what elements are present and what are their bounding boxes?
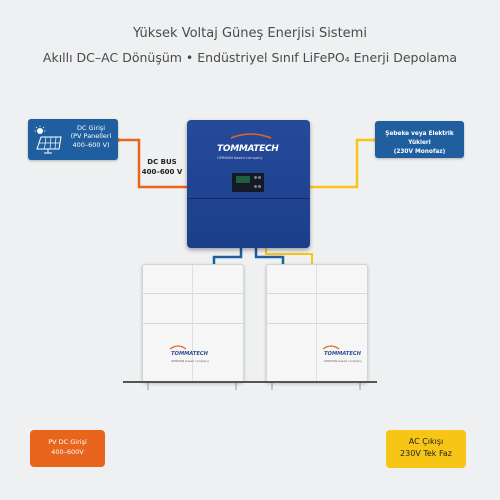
battery-seam: [267, 323, 367, 324]
legend-ac-line1: AC Çıkışı: [408, 437, 444, 446]
battery-shelf: [246, 381, 377, 383]
battery-seam-vertical: [192, 265, 193, 382]
grid-load-line1: Şebeke veya Elektrik Yükleri: [385, 131, 454, 146]
display-screen-icon: [232, 173, 264, 192]
battery-brand: TOMMATECH: [324, 351, 362, 357]
legend-pv-line2: 400–600V: [51, 448, 84, 456]
pv-input-label: DC Girişi (PV Panelleri 400–600 V): [66, 124, 116, 149]
solar-panel-icon: [34, 125, 62, 154]
grid-load-line2: (230V Monofaz): [393, 149, 446, 155]
legend-pv-dc-input: PV DC Girişi 400–600V: [30, 430, 105, 467]
tommatech-logo-icon: [230, 133, 272, 139]
pv-input-line1: DC Girişi: [76, 124, 106, 132]
battery-seam: [143, 323, 243, 324]
display-button: [258, 176, 261, 179]
battery-subtitle: GERMAN based company: [171, 359, 209, 363]
grid-load-box: Şebeke veya Elektrik Yükleri (230V Monof…: [375, 121, 464, 158]
pv-input-line2: (PV Panelleri: [70, 132, 112, 141]
tommatech-logo-icon: [322, 345, 340, 350]
legend-ac-output: AC Çıkışı 230V Tek Faz: [386, 430, 466, 468]
battery1-wire: [212, 248, 243, 265]
diagram-title: Yüksek Voltaj Güneş Enerjisi Sistemi: [133, 26, 367, 41]
dc-bus-line1: DC BUS: [147, 158, 177, 166]
ac-wire: [310, 138, 375, 189]
battery-shelf: [123, 381, 247, 383]
dc-wire: [118, 138, 187, 189]
grid-load-label: Şebeke veya Elektrik Yükleri (230V Monof…: [375, 130, 464, 157]
inverter: TOMMATECH GERMAN based company: [187, 120, 310, 248]
inverter-brand: TOMMATECH: [217, 144, 279, 154]
display-button: [254, 176, 257, 179]
battery-module-1: TOMMATECH GERMAN based company: [142, 264, 244, 383]
battery-seam: [143, 293, 243, 294]
inverter-divider: [187, 198, 310, 199]
tommatech-logo-icon: [169, 345, 187, 350]
dc-bus-line2: 400–600 V: [141, 167, 183, 176]
inverter-subtitle: GERMAN based company: [217, 156, 263, 160]
battery-seam-vertical: [316, 265, 317, 382]
display-button: [258, 185, 261, 188]
pv-input-line3: 400–600 V): [72, 140, 110, 149]
battery2-wire: [254, 248, 285, 265]
battery-subtitle: GERMAN based company: [324, 359, 362, 363]
battery-brand: TOMMATECH: [171, 351, 209, 357]
legend-pv-line1: PV DC Girişi: [48, 438, 87, 446]
battery-module-2: TOMMATECH GERMAN based company: [266, 264, 368, 383]
battery-seam: [267, 293, 367, 294]
dc-bus-label: DC BUS 400–600 V: [140, 158, 184, 177]
diagram-subtitle: Akıllı DC–AC Dönüşüm • Endüstriyel Sınıf…: [42, 50, 458, 65]
pv-input-box: DC Girişi (PV Panelleri 400–600 V): [28, 119, 118, 160]
display-lcd: [236, 176, 250, 183]
battery2-wire-return: [265, 248, 313, 265]
legend-ac-line2: 230V Tek Faz: [400, 449, 452, 458]
display-button: [254, 185, 257, 188]
